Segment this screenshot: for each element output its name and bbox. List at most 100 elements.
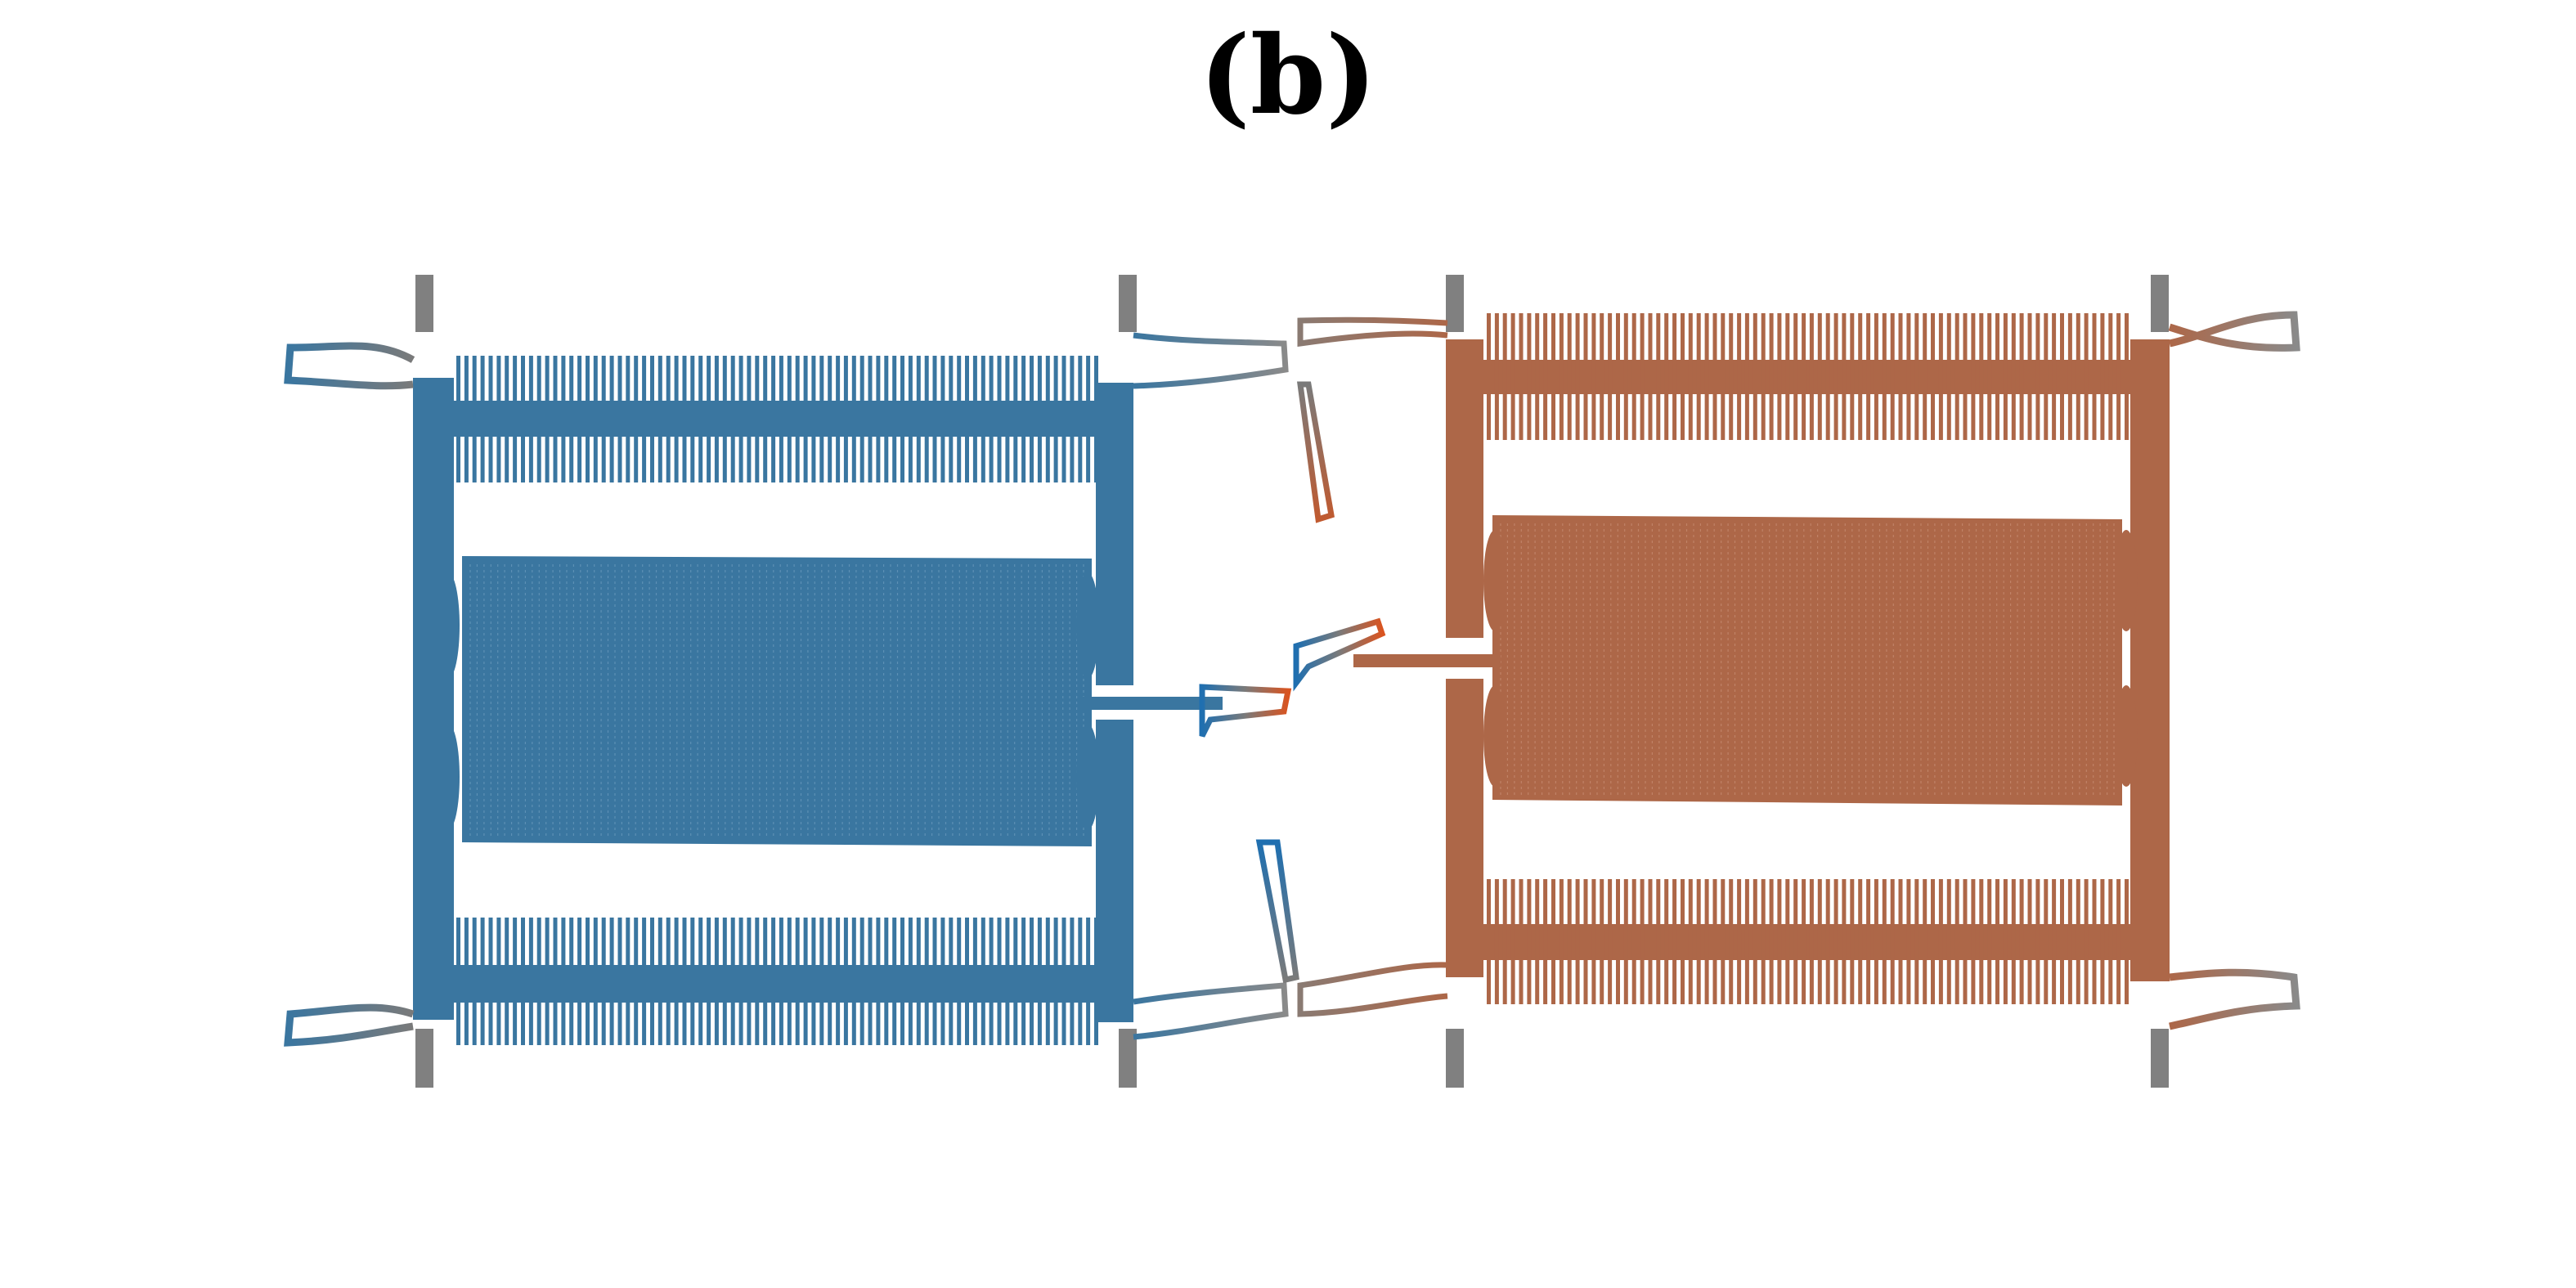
comb-finger: [545, 356, 550, 482]
comb-finger: [456, 356, 460, 482]
comb-finger: [1963, 313, 1968, 440]
comb-finger: [1874, 879, 1878, 1004]
comb-finger: [997, 918, 1002, 1045]
comb-finger: [1769, 879, 1774, 1004]
comb-finger: [634, 356, 639, 482]
comb-finger: [949, 356, 954, 482]
comb-finger: [1070, 918, 1075, 1045]
comb-finger: [1890, 879, 1895, 1004]
comb-finger: [1681, 313, 1685, 440]
comb-finger: [1664, 313, 1669, 440]
comb-finger: [747, 356, 752, 482]
comb-finger: [2011, 313, 2016, 440]
comb-finger: [2003, 313, 2008, 440]
comb-finger: [836, 356, 841, 482]
comb-finger: [1802, 313, 1806, 440]
comb-finger: [1013, 356, 1018, 482]
comb-finger: [1882, 313, 1887, 440]
comb-finger: [1575, 313, 1580, 440]
comb-finger: [1487, 879, 1491, 1004]
comb-finger: [464, 356, 469, 482]
comb-finger: [513, 356, 518, 482]
comb-finger: [1519, 313, 1524, 440]
comb-finger: [1070, 356, 1075, 482]
coupling-shaft: [1353, 654, 1501, 667]
comb-finger: [916, 918, 921, 1045]
comb-finger: [1037, 356, 1042, 482]
comb-finger: [1583, 879, 1588, 1004]
comb-finger: [496, 356, 501, 482]
comb-finger: [1729, 313, 1734, 440]
comb-finger: [521, 356, 525, 482]
comb-spine-top: [450, 401, 1104, 437]
comb-finger: [1898, 313, 1903, 440]
comb-finger: [609, 918, 614, 1045]
comb-finger: [916, 356, 921, 482]
comb-finger: [965, 356, 969, 482]
flexure-lobe: [1076, 572, 1099, 679]
comb-finger: [1850, 879, 1855, 1004]
comb-finger: [1833, 313, 1838, 440]
flexure-lobe: [2115, 685, 2138, 787]
comb-finger: [1761, 879, 1766, 1004]
comb-finger: [811, 356, 816, 482]
comb-finger: [1923, 879, 1928, 1004]
comb-finger: [1527, 313, 1532, 440]
comb-finger: [2044, 879, 2049, 1004]
comb-finger: [650, 918, 654, 1045]
comb-finger: [1688, 879, 1693, 1004]
comb-finger: [1648, 879, 1653, 1004]
comb-finger: [1600, 879, 1604, 1004]
comb-finger: [586, 918, 590, 1045]
comb-finger: [1681, 879, 1685, 1004]
comb-finger: [2067, 313, 2072, 440]
comb-finger: [843, 356, 848, 482]
comb-finger: [1656, 879, 1661, 1004]
comb-finger: [803, 356, 808, 482]
comb-finger: [1979, 879, 1984, 1004]
comb-finger: [972, 356, 977, 482]
comb-finger: [900, 918, 904, 1045]
comb-finger: [698, 918, 703, 1045]
comb-finger: [1777, 313, 1782, 440]
comb-finger: [2116, 313, 2121, 440]
comb-finger: [795, 356, 800, 482]
comb-finger: [626, 918, 631, 1045]
comb-finger: [1551, 313, 1555, 440]
comb-finger: [828, 918, 832, 1045]
comb-finger: [1030, 356, 1034, 482]
comb-finger: [1777, 879, 1782, 1004]
comb-finger: [1721, 313, 1726, 440]
comb-finger: [617, 918, 622, 1045]
comb-finger: [2125, 313, 2129, 440]
comb-finger: [1591, 313, 1596, 440]
comb-finger: [1825, 313, 1830, 440]
comb-finger: [1971, 313, 1976, 440]
comb-finger: [1809, 313, 1814, 440]
comb-finger: [1752, 313, 1757, 440]
comb-finger: [1559, 313, 1564, 440]
comb-finger: [803, 918, 808, 1045]
comb-finger: [1842, 313, 1847, 440]
comb-finger: [577, 356, 582, 482]
comb-finger: [714, 918, 719, 1045]
comb-finger: [536, 356, 541, 482]
comb-finger: [528, 918, 533, 1045]
comb-finger: [2027, 879, 2032, 1004]
comb-finger: [601, 356, 606, 482]
comb-finger: [1954, 313, 1959, 440]
comb-finger: [528, 356, 533, 482]
comb-finger: [851, 356, 856, 482]
comb-finger: [553, 918, 558, 1045]
comb-finger: [569, 356, 574, 482]
proof-mass: [1492, 515, 2122, 806]
anchor-post: [2151, 275, 2169, 332]
comb-finger: [1551, 879, 1555, 1004]
comb-finger: [1858, 879, 1863, 1004]
comb-finger: [1045, 918, 1050, 1045]
comb-finger: [2084, 879, 2089, 1004]
comb-finger: [1672, 313, 1677, 440]
comb-finger: [1842, 879, 1847, 1004]
comb-finger: [965, 918, 969, 1045]
comb-finger: [1866, 879, 1871, 1004]
